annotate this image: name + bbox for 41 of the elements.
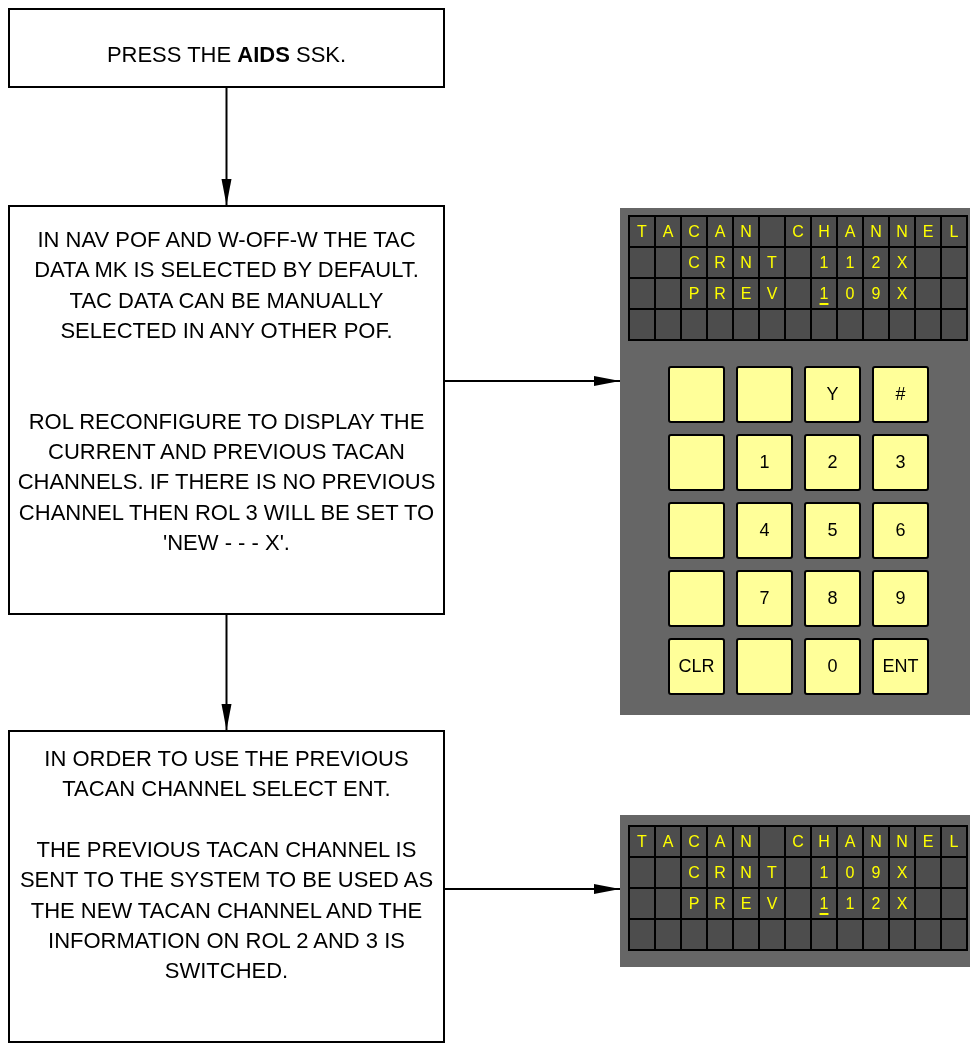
keypad-key: 9 (872, 570, 929, 627)
keypad-key: Y (804, 366, 861, 423)
arrow (444, 376, 621, 386)
keypad-key (668, 434, 725, 491)
keypad-key (668, 502, 725, 559)
keypad-key: 6 (872, 502, 929, 559)
display-row: P R E V 1 1 2 X (630, 889, 966, 918)
box-text: IN NAV POF AND W-OFF-W THE TAC DATA MK IS SELECTED BY DEFAULT. (33, 226, 420, 285)
keypad-key: 1 (736, 434, 793, 491)
keypad-key: 2 (804, 434, 861, 491)
keypad-key: 4 (736, 502, 793, 559)
arrow (444, 884, 621, 894)
keypad-key: 0 (804, 638, 861, 695)
keypad-key: # (872, 366, 929, 423)
process-box (8, 730, 445, 1043)
display-row: T A C A N C H A N N E L (630, 217, 966, 246)
box-text: TAC DATA CAN BE MANUALLY SELECTED IN ANY OTHER POF. (59, 286, 394, 346)
process-box (8, 205, 445, 615)
keypad-panel (620, 208, 970, 715)
keypad-panel (620, 815, 970, 967)
keypad-key: 7 (736, 570, 793, 627)
keypad-key (736, 366, 793, 423)
display-row: C R N T 1 0 9 X (630, 858, 966, 887)
box-text: ROL RECONFIGURE TO DISPLAY THE CURRENT AND PREVIOUS TACAN CHANNELS. IF THERE IS NO PREVIOUS CHANNEL THEN ROL 3 WILL BE SET TO 'NEW - - - X'. (16, 407, 437, 558)
display-row: C R N T 1 1 2 X (630, 248, 966, 277)
display-row: T A C A N C H A N N E L (630, 827, 966, 856)
arrow (221, 614, 232, 731)
box-text: THE PREVIOUS TACAN CHANNEL IS SENT TO THE SYSTEM TO BE USED AS THE NEW TACAN CHANNEL AND THE INFORMATION ON ROL 2 AND 3 IS SWITCHED. (18, 835, 435, 986)
display-row: P R E V 1 0 9 X (630, 279, 966, 308)
keypad-key (736, 638, 793, 695)
keypad-key (668, 366, 725, 423)
process-box (8, 8, 445, 88)
keypad-key: 3 (872, 434, 929, 491)
keypad-key: ENT (872, 638, 929, 695)
arrow (221, 87, 232, 206)
keypad-key: 5 (804, 502, 861, 559)
keypad-key: 8 (804, 570, 861, 627)
keypad-key (668, 570, 725, 627)
box-text: PRESS THE AIDS SSK. (106, 41, 347, 69)
box-text: IN ORDER TO USE THE PREVIOUS TACAN CHANNEL SELECT ENT. (43, 745, 410, 804)
keypad-key: CLR (668, 638, 725, 695)
